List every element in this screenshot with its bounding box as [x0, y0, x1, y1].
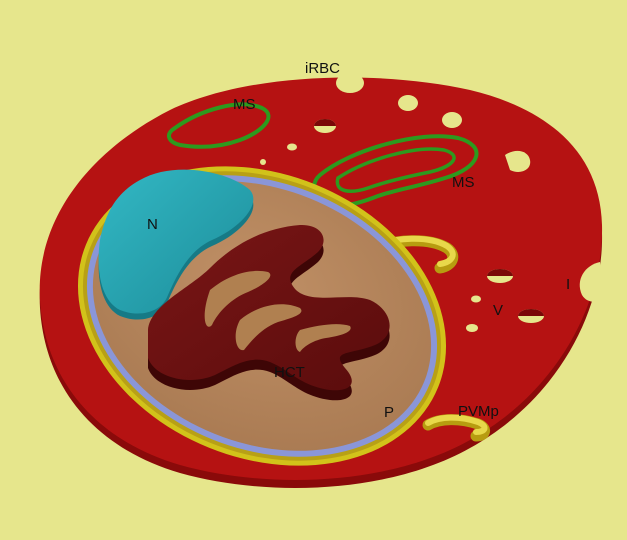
label-irbc: iRBC — [305, 60, 340, 77]
label-hct: HCT — [274, 364, 305, 381]
indentation-1 — [336, 73, 364, 93]
label-nucleus: N — [147, 216, 158, 233]
label-pvmp: PVMp — [458, 403, 499, 420]
label-ms-right: MS — [452, 174, 475, 191]
label-ms-top: MS — [233, 96, 256, 113]
label-vesicle: V — [493, 302, 503, 319]
indentation-3 — [442, 112, 462, 128]
indentation-2 — [398, 95, 418, 111]
label-parasite: P — [384, 404, 394, 421]
label-indentation: I — [566, 276, 570, 293]
